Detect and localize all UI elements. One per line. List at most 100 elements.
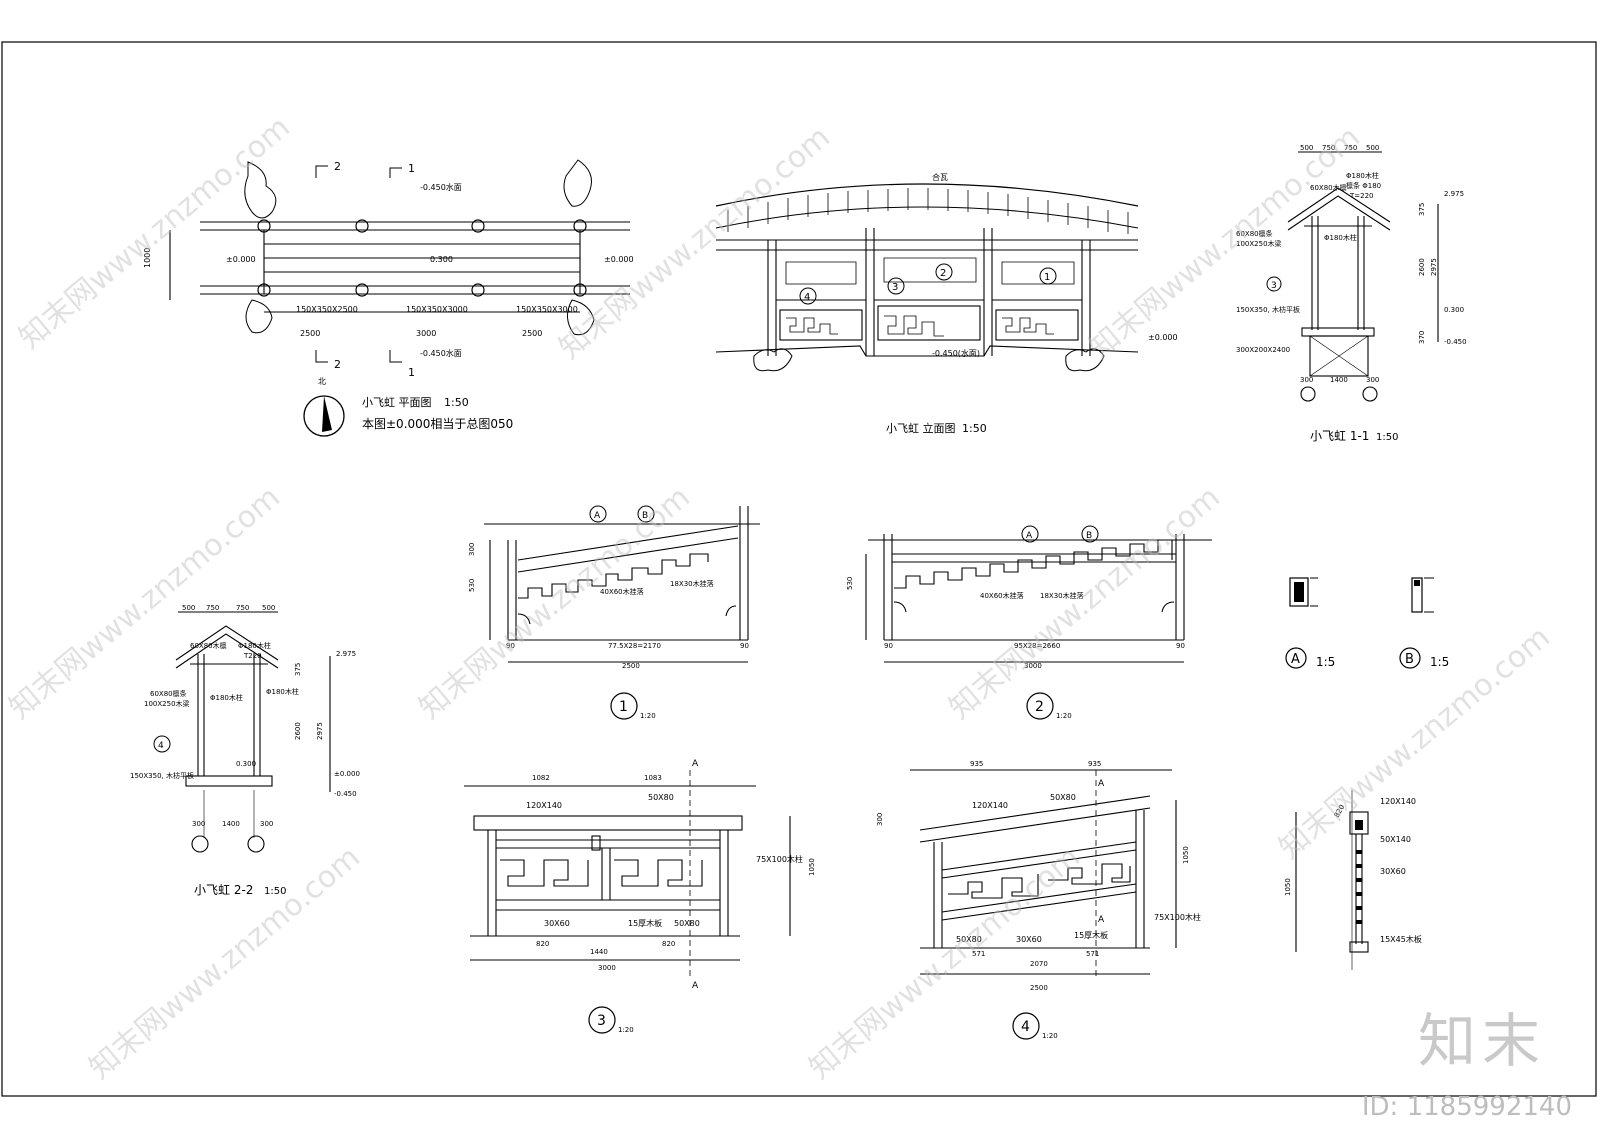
detail-a: A 1:5 xyxy=(1285,577,1335,669)
section-title: 小飞虹 2-2 xyxy=(194,883,253,897)
detail-number: 4 xyxy=(1021,1019,1030,1035)
callout-label: 3 xyxy=(1271,281,1277,291)
callout-label: 1 xyxy=(1044,272,1050,283)
north-label: 北 xyxy=(318,377,326,386)
member-label: Φ180木柱 xyxy=(266,687,299,696)
level-label: 0.300 xyxy=(236,760,256,768)
dimension-label: 3000 xyxy=(598,964,616,972)
level-label: -0.450水面 xyxy=(420,348,462,358)
detail-scale: 1:20 xyxy=(1042,1032,1058,1040)
callout-label: 4 xyxy=(804,292,810,303)
level-label: ±0.000 xyxy=(1148,333,1178,342)
dimension-label: 1440 xyxy=(590,948,608,956)
level-label: ±0.000 xyxy=(604,255,634,264)
section-mark-label: 1 xyxy=(408,366,415,379)
level-label: 0.300 xyxy=(430,255,453,264)
level-label: 2.975 xyxy=(336,650,356,658)
section-title: 小飞虹 1-1 xyxy=(1310,429,1369,443)
dimension-label: 1000 xyxy=(143,248,152,268)
detail-scale: 1:20 xyxy=(618,1026,634,1034)
railing-section-detail: 120X140 50X140 30X60 15X45木板 1050 820 xyxy=(1284,790,1422,970)
dimension-label: 90 xyxy=(506,642,515,650)
detail-label: B xyxy=(1405,652,1414,667)
beam-label: 150X350X3000 xyxy=(516,305,578,314)
section-mark-label: 1 xyxy=(408,162,415,175)
callout-label: B xyxy=(1086,531,1092,541)
member-label: 50X80 xyxy=(648,793,674,802)
detail-b: B 1:5 xyxy=(1399,577,1449,669)
dimension-label: 2975 xyxy=(1430,258,1438,276)
dimension-label: 3000 xyxy=(1024,662,1042,670)
member-label: Φ180木柱 xyxy=(210,693,243,702)
dimension-label: 2600 xyxy=(1418,258,1426,276)
dimension-label: 90 xyxy=(884,642,893,650)
span-dimension: 3000 xyxy=(416,329,436,338)
dimension-label: 571 xyxy=(1086,950,1099,958)
member-label: 120X140 xyxy=(526,801,562,810)
roof-outline xyxy=(715,183,1139,207)
dimension-label: 820 xyxy=(536,940,549,948)
level-label: 2.975 xyxy=(1444,190,1464,198)
member-label: 300X200X2400 xyxy=(1236,346,1290,354)
section-scale: 1:50 xyxy=(264,886,286,897)
watermark-text: 知末网www.znzmo.com xyxy=(553,120,837,366)
dimension-label: 2070 xyxy=(1030,960,1048,968)
dimension-label: 1050 xyxy=(808,858,816,876)
dimension-label: 77.5X28=2170 xyxy=(608,642,661,650)
member-label: 30X60 xyxy=(1380,867,1406,876)
dimension-label: 530 xyxy=(846,577,854,590)
section-mark: A xyxy=(692,981,699,991)
dimension-label: 750 xyxy=(1322,144,1335,152)
dimension-label: 300 xyxy=(1366,376,1379,384)
member-label: 15厚木板 xyxy=(1074,930,1108,940)
dimension-label: 1083 xyxy=(644,774,662,782)
dimension-label: 500 xyxy=(1300,144,1313,152)
detail-scale: 1:20 xyxy=(640,712,656,720)
detail-number: 2 xyxy=(1035,699,1044,715)
member-label: 40X60木挂落 xyxy=(980,591,1024,600)
member-label: 30X60 xyxy=(544,919,570,928)
detail-label: A xyxy=(1291,652,1300,667)
plan-title: 小飞虹 平面图 xyxy=(362,396,432,409)
level-label: 0.300 xyxy=(1444,306,1464,314)
dimension-label: 571 xyxy=(972,950,985,958)
dimension-label: 300 xyxy=(468,543,476,556)
member-label: 50X80 xyxy=(956,935,982,944)
dimension-label: 935 xyxy=(1088,760,1101,768)
dimension-label: 750 xyxy=(206,604,219,612)
member-label: 60X80木檩 xyxy=(1310,183,1347,192)
dimension-label: 375 xyxy=(294,663,302,676)
rock-shape xyxy=(567,299,595,336)
rock-shape xyxy=(244,161,277,219)
member-label: Φ180木柱 xyxy=(238,641,271,650)
dimension-label: 1400 xyxy=(1330,376,1348,384)
dimension-label: 1050 xyxy=(1182,846,1190,864)
member-label: 檩条 Φ180 xyxy=(1346,181,1381,190)
watermark-text: 知末网www.znzmo.com xyxy=(1083,120,1367,366)
dimension-label: 370 xyxy=(1418,331,1426,344)
watermark-text: 知末网www.znzmo.com xyxy=(13,110,297,356)
member-label: 100X250木梁 xyxy=(1236,239,1282,248)
roof-label: 合瓦 xyxy=(932,172,948,182)
level-label: -0.450 xyxy=(1444,338,1467,346)
callout-label: A xyxy=(1026,531,1033,541)
dimension-label: 300 xyxy=(260,820,273,828)
member-label: 18X30木挂落 xyxy=(670,579,714,588)
dimension-label: 500 xyxy=(262,604,275,612)
member-label: 60X80檩条 xyxy=(1236,229,1273,238)
member-label: Φ180木柱 xyxy=(1346,171,1379,180)
section-1-1: 500 750 750 500 60X80木檩 Φ180木柱 檩条 Φ180 T… xyxy=(1236,144,1467,443)
plan-scale: 1:50 xyxy=(444,396,469,409)
callout-label: 2 xyxy=(940,268,946,279)
dimension-label: 530 xyxy=(468,579,476,592)
member-label: 60X80檩条 xyxy=(150,689,187,698)
detail-number: 3 xyxy=(597,1013,606,1029)
watermark-text: 知末网www.znzmo.com xyxy=(3,480,287,726)
dimension-label: 750 xyxy=(236,604,249,612)
detail-2: A B 40X60木挂落 18X30木挂落 530 95X28=2660 300… xyxy=(846,525,1212,720)
member-label: 15厚木板 xyxy=(628,918,662,928)
member-label: 75X100木柱 xyxy=(756,854,803,864)
callout-label: 3 xyxy=(892,282,898,293)
member-label: T=220 xyxy=(1349,192,1374,200)
dimension-label: 2500 xyxy=(1030,984,1048,992)
